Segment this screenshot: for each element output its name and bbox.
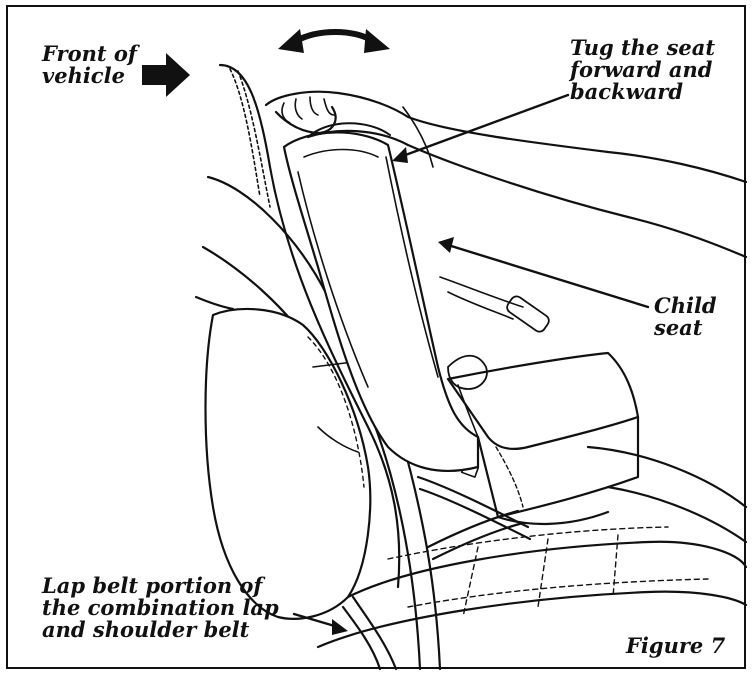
child-seat-label: Child seat xyxy=(654,293,717,340)
child-seat-illustration xyxy=(142,29,748,671)
child-seat-shell xyxy=(282,122,640,526)
seat-back-panel xyxy=(204,307,372,620)
figure-number-label: Figure 7 xyxy=(626,633,726,658)
figure-frame: Front of vehicle Tug the seat forward an… xyxy=(6,5,748,671)
tug-direction-arrow xyxy=(278,29,390,53)
vehicle-seat-cushion xyxy=(316,445,748,649)
lap-belt-label: Lap belt portion of the combination lap … xyxy=(42,573,279,642)
leader-lines xyxy=(292,93,650,635)
front-of-vehicle-label: Front of vehicle xyxy=(42,41,137,88)
front-of-vehicle-arrow xyxy=(142,53,190,97)
tug-seat-label: Tug the seat forward and backward xyxy=(570,35,716,104)
adult-arm-hand xyxy=(264,90,748,259)
